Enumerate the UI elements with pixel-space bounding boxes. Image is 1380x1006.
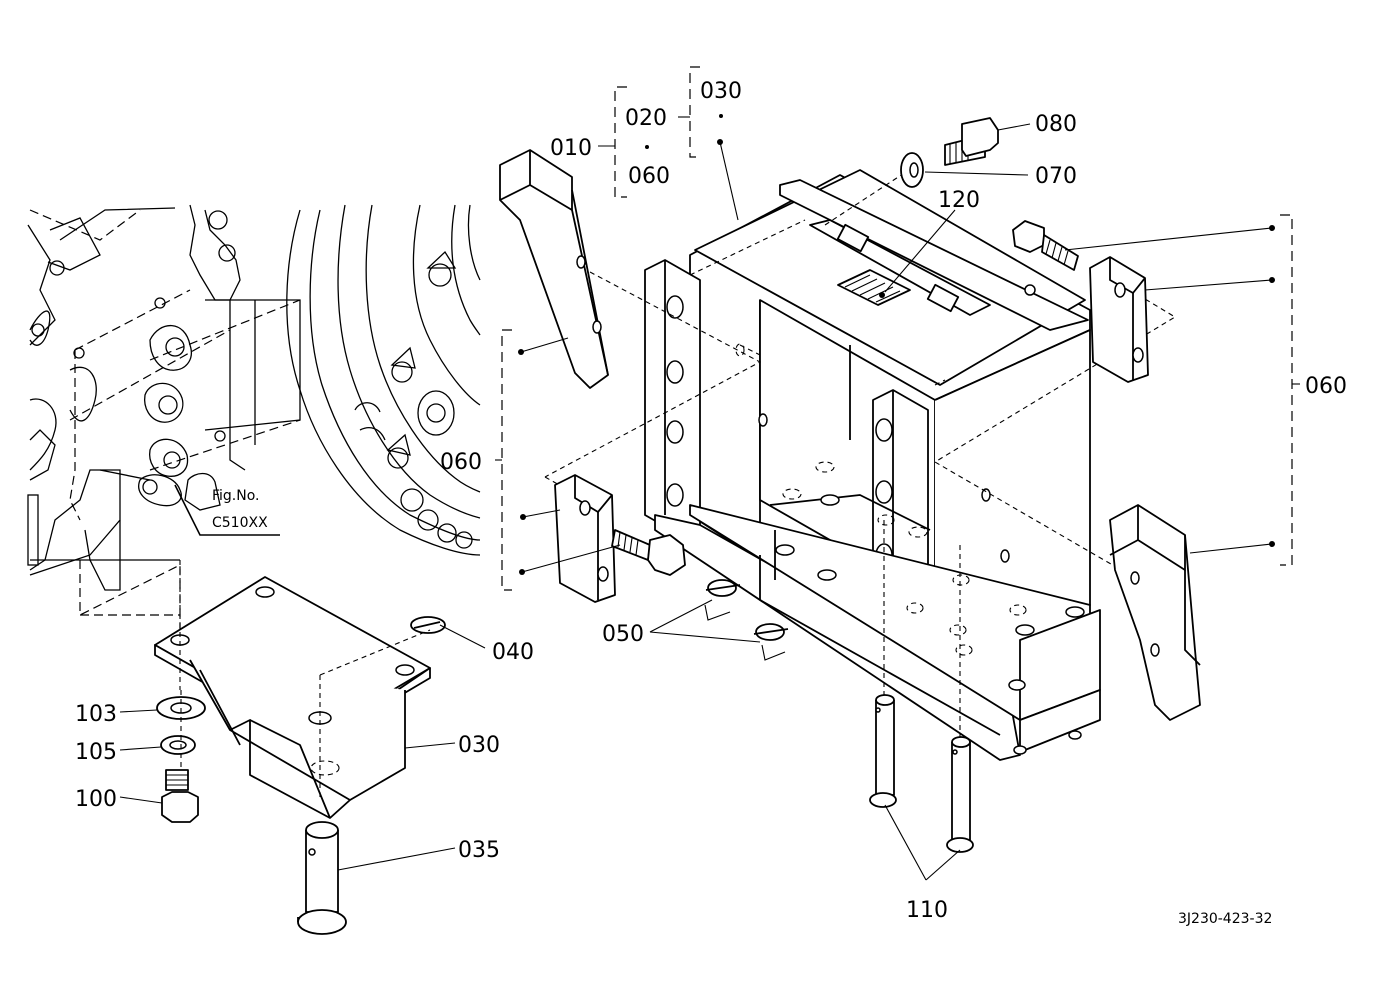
bolt-100	[161, 769, 199, 823]
callout-060-right: 060	[1305, 374, 1347, 399]
clip-050-upper	[704, 579, 741, 621]
callout-030-top: 030	[700, 79, 742, 104]
callout-030: 030	[458, 733, 500, 758]
bolt-left-lower	[611, 529, 686, 576]
pin-110-left	[869, 694, 897, 808]
callout-070: 070	[1035, 164, 1077, 189]
weight-frame-010	[644, 169, 1101, 761]
callout-060-top: 060	[628, 164, 670, 189]
bolt-080	[944, 117, 1031, 166]
callout-040: 040	[492, 640, 534, 665]
callout-035: 035	[458, 838, 500, 863]
side-plate-upper-right	[1089, 256, 1149, 383]
side-plate-lower-left	[554, 474, 616, 603]
pin-035	[297, 821, 347, 935]
clip-050-lower	[753, 623, 789, 661]
callout-010: 010	[550, 136, 592, 161]
snap-pin-040	[410, 616, 486, 649]
side-weight-upper-left	[499, 149, 609, 389]
callout-080: 080	[1035, 112, 1077, 137]
drawing-id: 3J230-423-32	[1178, 911, 1272, 927]
side-weight-lower-right	[1109, 504, 1201, 721]
callout-050: 050	[602, 622, 644, 647]
callout-103: 103	[75, 702, 117, 727]
washer-070	[900, 152, 1029, 188]
pin-110-right	[946, 736, 974, 853]
callout-060-left: 060	[440, 450, 482, 475]
fig-code-label: C510XX	[212, 515, 268, 531]
callout-100: 100	[75, 787, 117, 812]
callout-120: 120	[938, 188, 980, 213]
callout-105: 105	[75, 740, 117, 765]
lock-washer-105	[160, 735, 196, 755]
callout-020: 020	[625, 106, 667, 131]
fig-no-label: Fig.No.	[212, 488, 260, 504]
bracket-030-lower	[154, 560, 431, 819]
engine-background	[27, 204, 481, 640]
bolt-upper-right	[1012, 220, 1079, 271]
callout-110: 110	[906, 898, 948, 923]
